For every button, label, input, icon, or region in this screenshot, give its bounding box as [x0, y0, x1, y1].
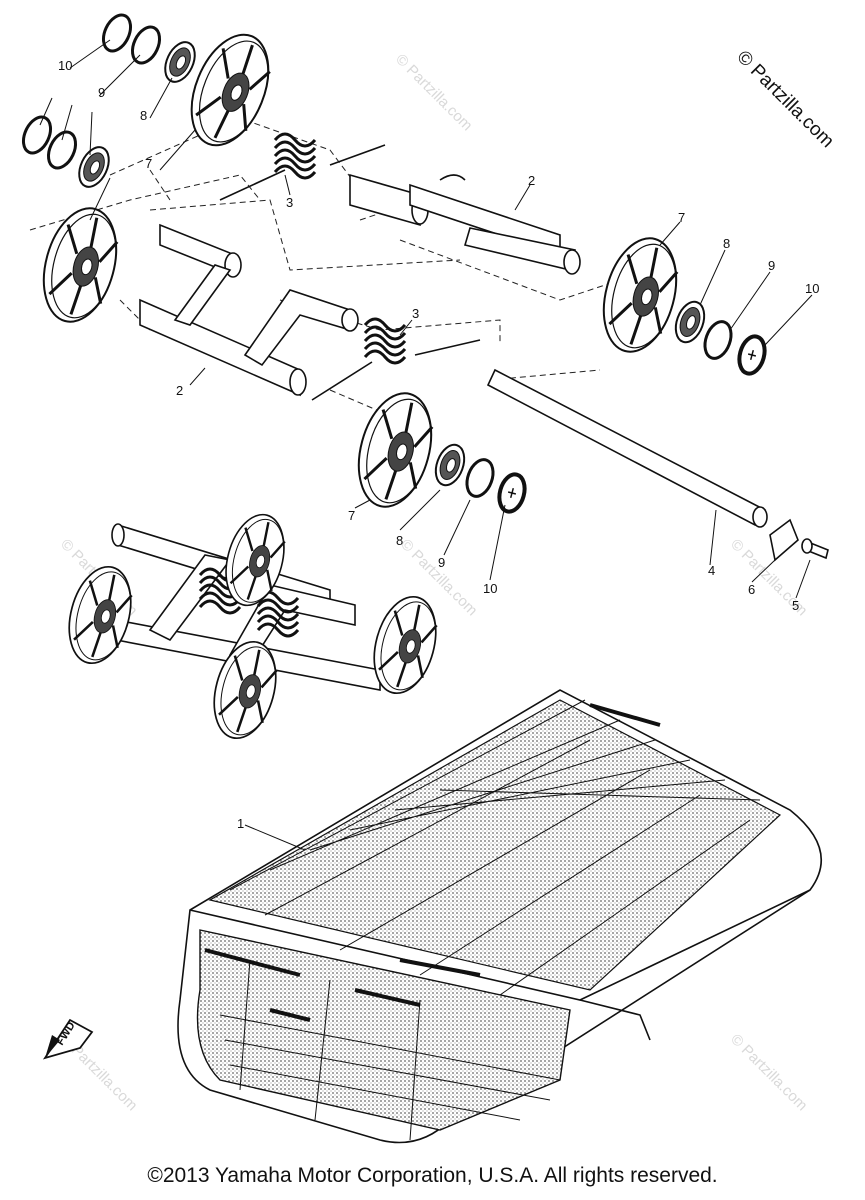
callout-7: 7: [145, 156, 152, 171]
wheel-7-upper: [175, 21, 285, 159]
cap-10-middle: [493, 469, 531, 517]
callout-6: 6: [748, 582, 755, 597]
callout-8: 8: [140, 108, 147, 123]
dashed-guides: [29, 119, 621, 421]
bearing-8-upper-left: [158, 36, 202, 88]
callout-10: 10: [805, 281, 819, 296]
callout-9: 9: [98, 85, 105, 100]
callout-10: 10: [58, 58, 72, 73]
wheel-7-left: [30, 198, 130, 332]
shaft-4: [486, 368, 768, 528]
callout-8: 8: [396, 533, 403, 548]
callout-2: 2: [528, 173, 535, 188]
arm-2-left: [139, 223, 359, 397]
ring-9-upper-left: [125, 21, 167, 69]
bearing-8-right: [669, 296, 711, 348]
copyright-notice: ©2013 Yamaha Motor Corporation, U.S.A. A…: [147, 1164, 718, 1187]
spring-rod-upper: [219, 144, 386, 201]
ring-9-middle: [460, 454, 500, 502]
bearing-8-left: [72, 141, 116, 193]
corner-watermark: © Partzilla.com: [732, 47, 837, 152]
leader-lines: [39, 39, 813, 851]
assembled-suspension: [58, 506, 447, 747]
wheel-7-right: [590, 228, 690, 362]
right-wheel-set: [590, 228, 771, 379]
callout-3: 3: [412, 306, 419, 321]
watermark: © Partzilla.com: [727, 1031, 810, 1114]
wheel-7-middle: [345, 383, 445, 517]
callout-8: 8: [723, 236, 730, 251]
callout-9: 9: [438, 555, 445, 570]
cap-10-right: [733, 331, 771, 379]
callout-labels: 10 9 8 7 3 2 7 8 9 10 3 2 7 8 9 10 4 6 5…: [58, 58, 819, 831]
spring-3-middle: [363, 317, 407, 365]
callout-5: 5: [792, 598, 799, 613]
middle-wheel-set: [345, 383, 531, 517]
track-1: [177, 689, 823, 1144]
callout-9: 9: [768, 258, 775, 273]
callout-10: 10: [483, 581, 497, 596]
callout-1: 1: [237, 816, 244, 831]
arm-2-upper: [349, 173, 581, 275]
ring-9-right: [698, 316, 738, 364]
callout-7: 7: [678, 210, 685, 225]
callout-7: 7: [348, 508, 355, 523]
watermark: © Partzilla.com: [392, 51, 475, 134]
callout-4: 4: [708, 563, 715, 578]
spring-rod-middle: [311, 339, 481, 401]
plate-6: [769, 518, 799, 562]
callout-2: 2: [176, 383, 183, 398]
bolt-5: [801, 538, 829, 560]
ring-10-upper-left: [96, 9, 138, 57]
bearing-8-middle: [429, 439, 471, 491]
callout-3: 3: [286, 195, 293, 210]
